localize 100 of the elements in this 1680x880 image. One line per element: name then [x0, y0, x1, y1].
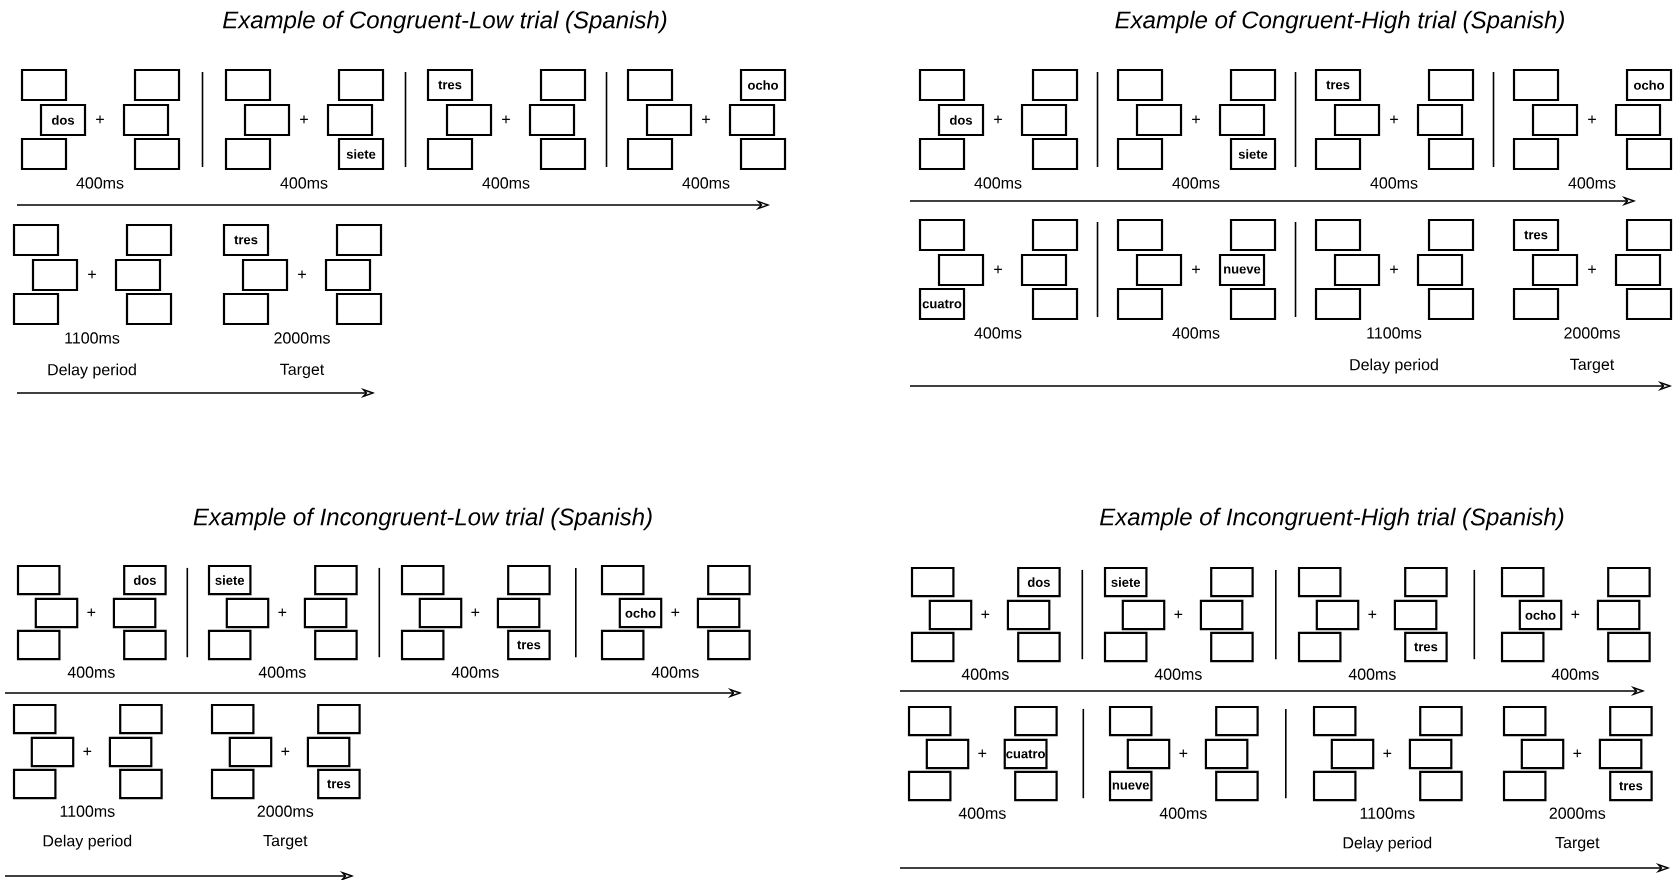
empty-box	[918, 68, 966, 102]
empty-box	[123, 629, 167, 661]
empty-box	[1014, 770, 1058, 802]
empty-box	[1108, 705, 1153, 737]
empty-box	[728, 103, 776, 137]
word-box: siete	[1103, 566, 1148, 598]
phase-label: Target	[1555, 837, 1600, 852]
duration-label: 400ms	[1348, 668, 1396, 680]
empty-box	[20, 137, 68, 171]
empty-box	[114, 258, 162, 292]
empty-box	[207, 629, 252, 661]
duration-label: 400ms	[1370, 177, 1418, 189]
empty-box	[1625, 287, 1673, 321]
phase-label: Target	[263, 835, 308, 850]
empty-box	[1500, 566, 1545, 598]
empty-box	[125, 292, 173, 326]
empty-box	[1607, 631, 1651, 663]
empty-box	[16, 564, 61, 596]
empty-box	[1218, 103, 1266, 137]
empty-box	[1609, 705, 1653, 737]
empty-box	[337, 68, 385, 102]
word-box: nueve	[1108, 770, 1153, 802]
duration-label: 2000ms	[1564, 327, 1620, 339]
empty-box	[418, 597, 463, 629]
empty-box	[626, 68, 674, 102]
empty-box	[1330, 738, 1375, 770]
duration-label: 400ms	[76, 177, 124, 189]
word-box: nueve	[1218, 253, 1266, 287]
empty-box	[12, 703, 57, 735]
empty-box	[12, 223, 60, 257]
empty-box	[1427, 68, 1475, 102]
word-box: tres	[1512, 218, 1560, 252]
word-box: tres	[1404, 631, 1448, 663]
empty-box	[314, 564, 358, 596]
empty-box	[1215, 705, 1259, 737]
empty-box	[1500, 631, 1545, 663]
empty-box	[539, 137, 587, 171]
fixation-cross: +	[702, 115, 710, 124]
empty-box	[1135, 103, 1183, 137]
phase-label: Target	[1570, 358, 1615, 374]
empty-box	[1512, 68, 1560, 102]
word-box: ocho	[739, 68, 787, 102]
empty-box	[119, 768, 163, 800]
empty-box	[626, 137, 674, 171]
empty-box	[1416, 253, 1464, 287]
empty-box	[445, 103, 493, 137]
duration-label: 400ms	[280, 177, 328, 189]
word-box: ocho	[618, 597, 663, 629]
fixation-cross: +	[1588, 265, 1596, 274]
empty-box	[918, 218, 966, 252]
empty-box	[1598, 738, 1643, 770]
fixation-cross: +	[671, 608, 680, 617]
empty-box	[303, 597, 348, 629]
fixation-cross: +	[298, 270, 306, 279]
word-box: cuatro	[918, 287, 966, 321]
panel-title: Example of Congruent-High trial (Spanish)	[1115, 10, 1564, 34]
empty-box	[224, 68, 272, 102]
empty-box	[1315, 599, 1360, 631]
empty-box	[125, 223, 173, 257]
fixation-cross: +	[471, 608, 480, 617]
fixation-cross: +	[1588, 115, 1596, 124]
empty-box	[314, 629, 358, 661]
empty-box	[1607, 566, 1651, 598]
word-box: tres	[507, 629, 551, 661]
empty-box	[1103, 631, 1148, 663]
empty-box	[1314, 218, 1362, 252]
duration-label: 400ms	[1551, 668, 1599, 680]
empty-box	[507, 564, 551, 596]
empty-box	[1408, 738, 1453, 770]
empty-box	[335, 223, 383, 257]
empty-box	[1614, 103, 1662, 137]
empty-box	[133, 68, 181, 102]
empty-box	[1006, 599, 1051, 631]
empty-box	[30, 736, 75, 768]
empty-box	[1393, 599, 1438, 631]
empty-box	[696, 597, 741, 629]
fixation-cross: +	[1571, 610, 1580, 619]
duration-label: 1100ms	[1360, 807, 1415, 819]
empty-box	[910, 631, 955, 663]
duration-label: 1100ms	[65, 332, 120, 344]
empty-box	[928, 599, 973, 631]
empty-box	[108, 736, 153, 768]
fixation-cross: +	[978, 749, 987, 758]
empty-box	[228, 736, 273, 768]
fixation-cross: +	[300, 115, 308, 124]
empty-box	[1210, 566, 1254, 598]
empty-box	[225, 597, 270, 629]
empty-box	[210, 768, 255, 800]
duration-label: 400ms	[682, 177, 730, 189]
empty-box	[1116, 287, 1164, 321]
empty-box	[1031, 218, 1079, 252]
duration-label: 400ms	[961, 668, 1009, 680]
fixation-cross: +	[1390, 265, 1398, 274]
panel-title: Example of Incongruent-High trial (Spanish)	[1100, 507, 1564, 531]
word-box: dos	[937, 103, 985, 137]
fixation-cross: +	[994, 265, 1002, 274]
empty-box	[335, 292, 383, 326]
empty-box	[707, 629, 751, 661]
empty-box	[1312, 770, 1357, 802]
word-box: tres	[1609, 770, 1653, 802]
